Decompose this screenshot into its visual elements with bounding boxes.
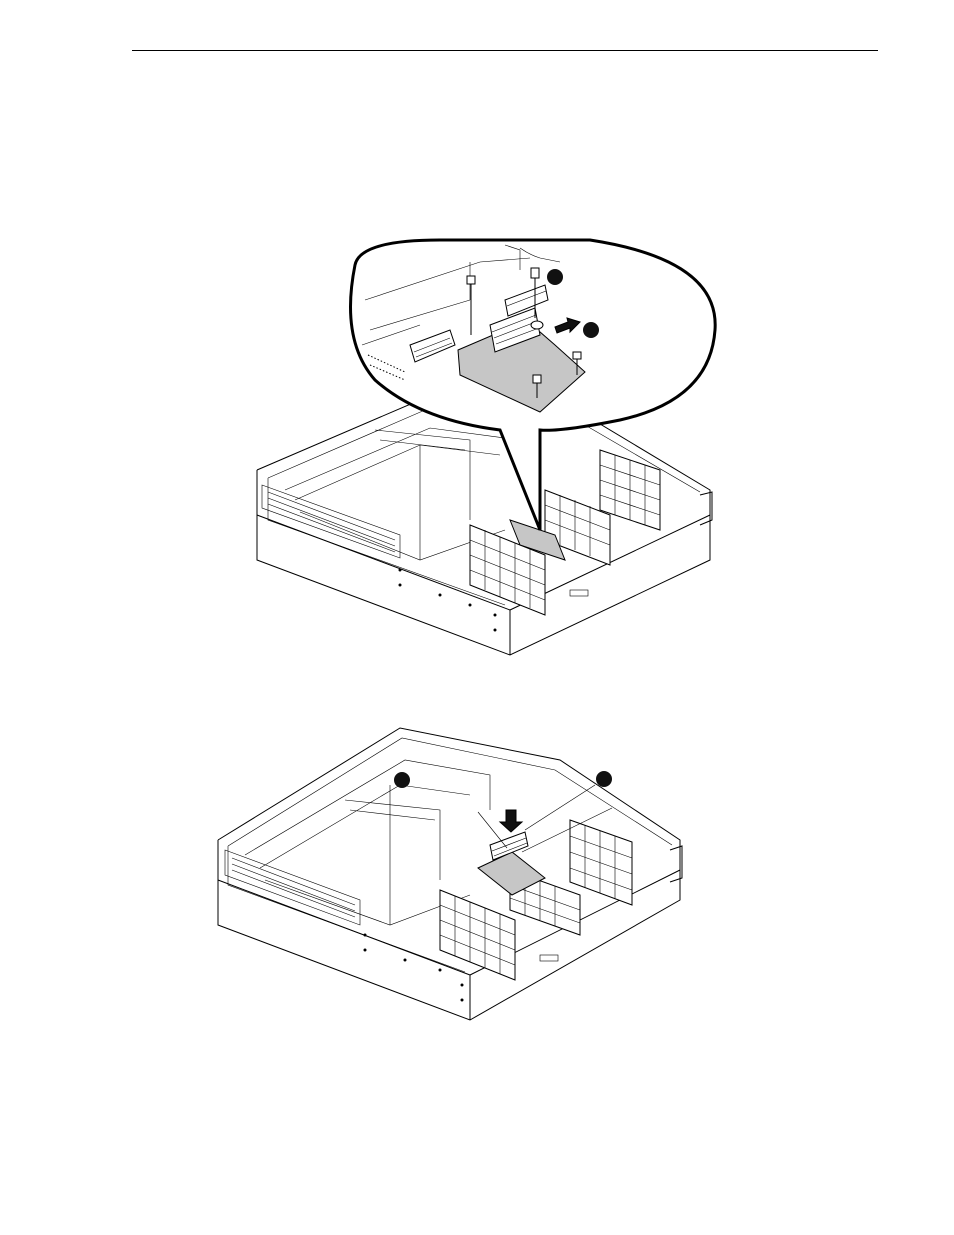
leader-line-a bbox=[478, 812, 507, 848]
chassis-bottom bbox=[218, 728, 682, 1020]
chassis-top bbox=[257, 400, 712, 655]
front-vent-grille bbox=[262, 485, 400, 558]
rear-pcie-brackets bbox=[570, 820, 632, 905]
leader-line-c bbox=[525, 785, 595, 830]
figure-remove-riser-card bbox=[0, 0, 954, 680]
callout-marker-2 bbox=[583, 322, 599, 338]
callout-marker-2 bbox=[596, 771, 612, 787]
callout-marker-1 bbox=[547, 269, 563, 285]
front-vent-grille bbox=[225, 850, 360, 925]
figure-install-riser-card-drawing bbox=[0, 680, 954, 1080]
figure-remove-riser-card-drawing bbox=[0, 0, 954, 680]
figure-install-riser-card bbox=[0, 680, 954, 1080]
callout-marker-1 bbox=[394, 772, 410, 788]
riser-cage-left bbox=[440, 890, 515, 980]
install-arrow bbox=[500, 810, 522, 832]
